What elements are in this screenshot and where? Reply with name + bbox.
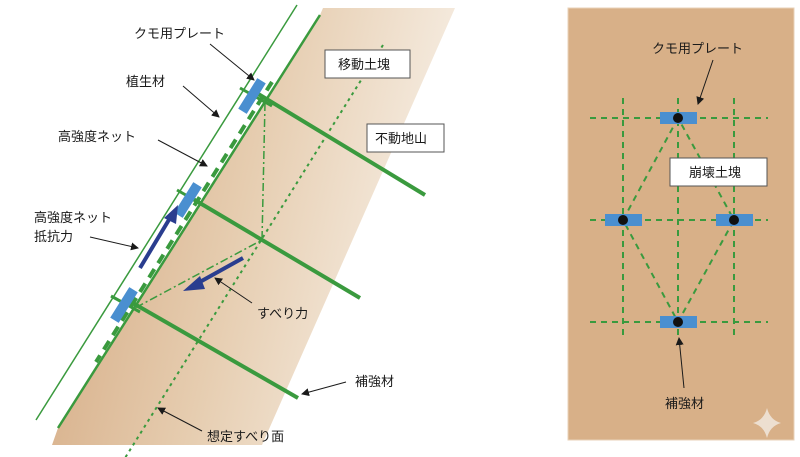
plan-plate-left [605, 214, 642, 226]
reinforcement-bar-3 [123, 296, 299, 400]
leader-net-resistance [89, 236, 139, 251]
spider-plate-3 [110, 287, 138, 323]
soil-plan-background [567, 7, 795, 441]
leader-net [157, 139, 208, 167]
label-net-resistance-2: 抵抗力 [34, 230, 73, 245]
slope-face-line [56, 14, 322, 429]
plan-plate-bottom [660, 316, 697, 328]
plan-plate-right [716, 214, 753, 226]
plan-plate-top [660, 112, 697, 124]
svg-text:移動土塊: 移動土塊 [338, 57, 390, 73]
stable-ground-box: 不動地山 [366, 123, 445, 153]
reinforcement-bar-1 [253, 90, 427, 197]
leader-sliding-force [214, 277, 253, 304]
reinforcement-bar-2 [186, 194, 362, 300]
label-vegetation-material: 植生材 [126, 75, 165, 90]
collapse-soil-box: 崩壊土塊 [669, 157, 768, 187]
leader-slip-surface [157, 407, 203, 432]
plan-view: クモ用プレート 補強材 崩壊土塊 [567, 7, 795, 441]
label-sliding-force: すべり力 [257, 307, 308, 322]
plan-label-reinforcement: 補強材 [665, 397, 704, 412]
leader-vegetation [182, 85, 220, 118]
svg-text:崩壊土塊: 崩壊土塊 [689, 165, 741, 181]
plan-leader-reinforcement [675, 337, 685, 389]
label-spider-plate: クモ用プレート [134, 27, 225, 42]
label-net-resistance-1: 高強度ネット [34, 210, 112, 226]
high-strength-net-line [94, 80, 274, 364]
label-reinforcement: 補強材 [355, 375, 394, 390]
spider-plate-1 [238, 78, 266, 114]
svg-text:不動地山: 不動地山 [375, 132, 427, 147]
sparkle-icon [753, 408, 781, 438]
slope-cross-section: クモ用プレート 植生材 高強度ネット 高強度ネット 抵抗力 すべり力 補強材 想… [34, 4, 455, 457]
spider-plate-2 [174, 182, 202, 218]
label-slip-surface: 想定すべり面 [207, 429, 284, 445]
plan-leader-spider-plate [696, 59, 714, 105]
leader-spider-plate [209, 43, 255, 81]
moving-soil-box: 移動土塊 [324, 49, 411, 79]
leader-reinforcement [301, 381, 347, 397]
label-high-strength-net: 高強度ネット [58, 129, 136, 145]
sliding-force-arrow [183, 256, 244, 291]
plan-label-spider-plate: クモ用プレート [652, 42, 743, 57]
net-resistance-arrow [138, 205, 178, 270]
soil-mass [52, 8, 455, 445]
